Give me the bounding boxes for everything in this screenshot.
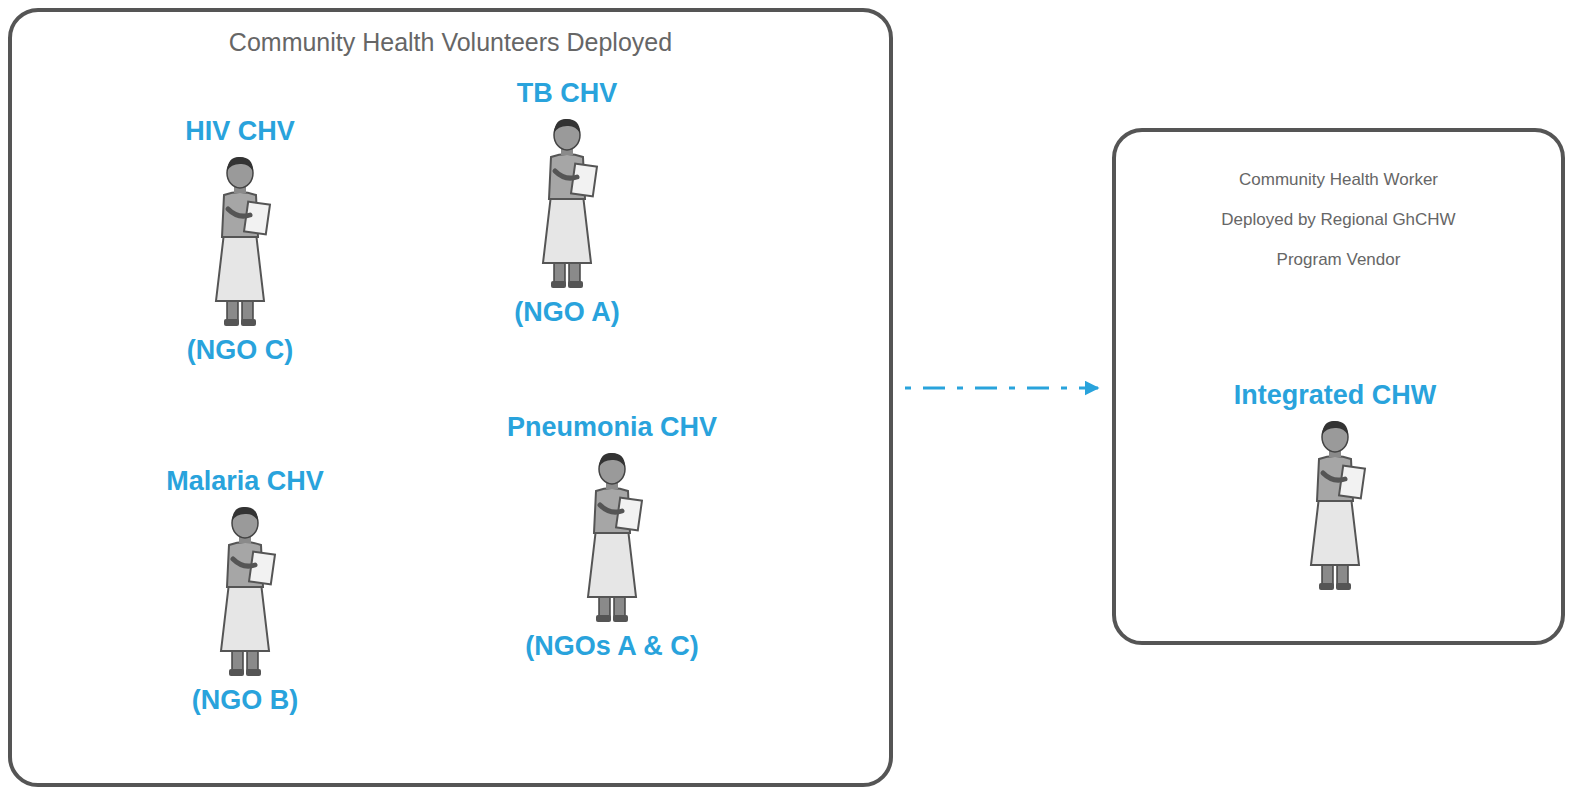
volunteer-node: Malaria CHV (NGO B) bbox=[158, 466, 332, 716]
volunteer-node: Integrated CHW bbox=[1226, 380, 1445, 599]
volunteer-node: Pneumonia CHV (NGOs A & C) bbox=[499, 412, 726, 662]
volunteer-figure bbox=[525, 115, 609, 291]
volunteer-node: TB CHV (NGO A) bbox=[506, 78, 628, 328]
volunteer-role: Pneumonia CHV bbox=[499, 412, 726, 443]
volunteer-role: Integrated CHW bbox=[1226, 380, 1445, 411]
volunteer-role: Malaria CHV bbox=[158, 466, 332, 497]
volunteer-node: HIV CHV (NGO C) bbox=[177, 116, 303, 366]
volunteer-figure bbox=[570, 449, 654, 625]
panel-title: Community Health Volunteers Deployed bbox=[101, 28, 801, 57]
volunteer-role: TB CHV bbox=[506, 78, 628, 109]
group-panel: Community Health Worker Deployed by Regi… bbox=[1112, 128, 1565, 645]
ngo-label: (NGO B) bbox=[158, 685, 332, 716]
volunteer-figure bbox=[198, 153, 282, 329]
dash-dot-arrow bbox=[905, 387, 1098, 390]
ngo-label: (NGO A) bbox=[506, 297, 628, 328]
ngo-label: (NGO C) bbox=[177, 335, 303, 366]
panel-title: Community Health Worker Deployed by Regi… bbox=[1204, 160, 1474, 280]
ngo-label: (NGOs A & C) bbox=[499, 631, 726, 662]
volunteer-role: HIV CHV bbox=[177, 116, 303, 147]
volunteer-figure bbox=[203, 503, 287, 679]
title-wrap: Community Health Volunteers Deployed bbox=[12, 28, 889, 57]
title-wrap: Community Health Worker Deployed by Regi… bbox=[1116, 160, 1561, 280]
group-panel: Community Health Volunteers DeployedHIV … bbox=[8, 8, 893, 787]
volunteer-figure bbox=[1293, 417, 1377, 593]
